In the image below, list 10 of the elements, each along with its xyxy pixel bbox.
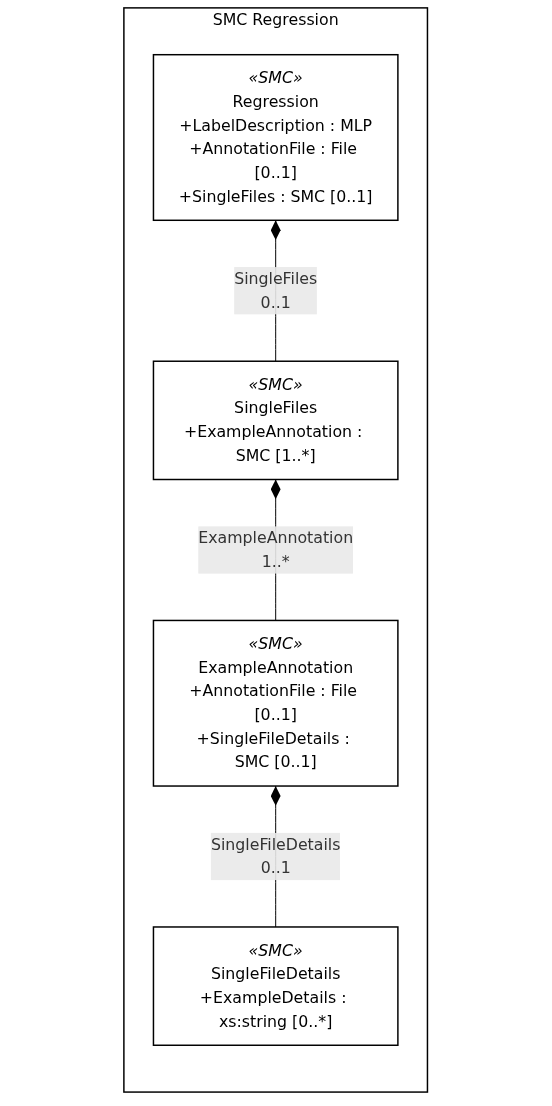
node-label: 0..1 [260,858,292,878]
node-box: «SMC» SingleFileDetails +ExampleDetails : xs:string [0..*] [153,926,399,1046]
node-label: 0..1 [260,292,292,312]
node-box: «SMC» SingleFiles +ExampleAnnotation : SMC [1..*] [153,360,399,481]
node-label: 1..* [262,551,290,571]
node-box: «SMC» ExampleAnnotation +AnnotationFile : File [0..1] +SingleFileDetails : SMC [0..1] [153,619,399,787]
edge-label: SingleFiles [234,269,318,288]
edge-label: ExampleAnnotation [198,528,354,548]
node-box: «SMC» Regression +LabelDescription : MLP +AnnotationFile : File [0..1] +SingleFiles : SMC [0..1] [153,53,399,222]
edge-label: SingleFileDetails [211,834,341,854]
